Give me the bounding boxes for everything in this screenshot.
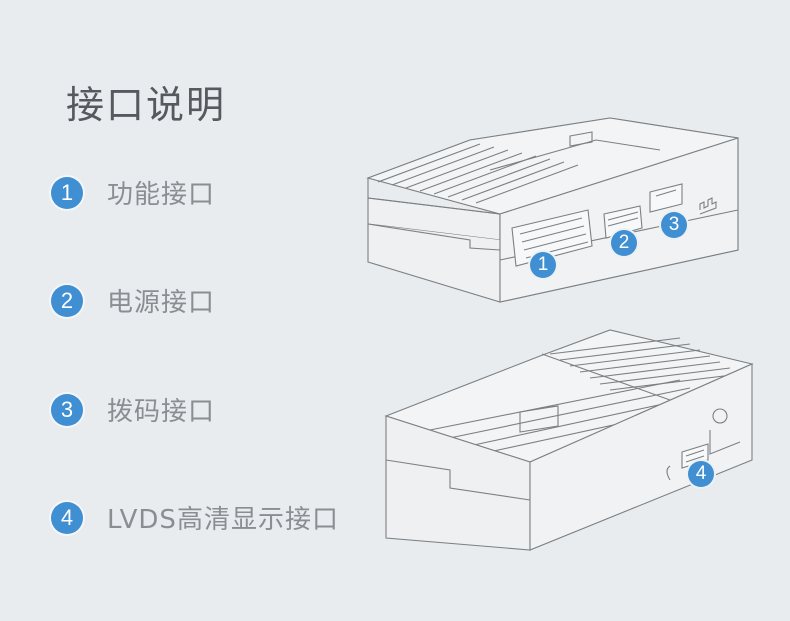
callout-badge: 1 bbox=[530, 252, 556, 278]
number-badge: 1 bbox=[51, 176, 83, 209]
device-front-illustration: 1 2 3 bbox=[360, 110, 750, 310]
legend-label: 电源接口 bbox=[107, 288, 216, 318]
number-badge: 3 bbox=[51, 393, 83, 426]
device-back-illustration: 4 bbox=[380, 320, 760, 560]
legend-item-lvds-port: 4 LVDS高清显示接口 bbox=[51, 499, 339, 536]
number-badge: 4 bbox=[51, 501, 83, 534]
legend-item-dip-switch-port: 3 拨码接口 bbox=[51, 391, 215, 428]
page-title: 接口说明 bbox=[66, 83, 227, 127]
legend-label: 功能接口 bbox=[107, 180, 216, 210]
callout-badge: 4 bbox=[688, 461, 714, 487]
device-back-line-art bbox=[384, 329, 754, 551]
callout-badge: 2 bbox=[611, 230, 637, 256]
number-badge: 2 bbox=[51, 284, 83, 317]
legend-label: LVDS高清显示接口 bbox=[107, 505, 339, 535]
legend-item-function-port: 1 功能接口 bbox=[51, 174, 215, 211]
callout-badge: 3 bbox=[661, 212, 687, 238]
legend-item-power-port: 2 电源接口 bbox=[51, 282, 215, 319]
legend-label: 拨码接口 bbox=[107, 397, 216, 427]
device-front-line-art bbox=[366, 117, 739, 303]
